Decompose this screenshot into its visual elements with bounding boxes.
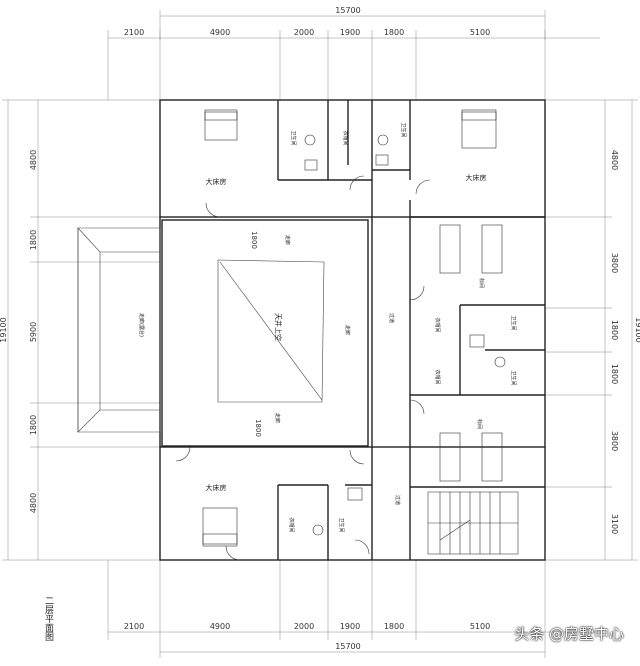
left-dimensions: 4800 1800 5900 1800 4800 19100 (0, 99, 160, 561)
label-bathroom-top-1: 卫生间 (290, 130, 297, 145)
top-dim-3: 2000 (294, 28, 314, 37)
right-dim-1: 4800 (610, 150, 619, 170)
master-bed-top (204, 109, 238, 141)
door-swings (175, 175, 431, 561)
label-master-bedroom-top-right: 大床房 (466, 173, 487, 182)
top-segment-dimensions: 2100 4900 2000 1900 1800 5100 (107, 28, 600, 100)
label-master-bedroom-bottom: 大床房 (206, 483, 227, 492)
skylight-void (217, 259, 325, 403)
top-dim-5: 1800 (384, 28, 404, 37)
bottom-dim-5: 1800 (384, 622, 404, 631)
label-bathroom-bottom: 卫生间 (338, 517, 345, 532)
label-bathroom-right-1: 卫生间 (510, 315, 517, 330)
label-bathroom-right-2: 卫生间 (510, 370, 517, 385)
twin-beds-lower (439, 432, 503, 482)
label-master-bedroom-top-left: 大床房 (206, 177, 227, 186)
label-bedroom-lower: 标间 (476, 419, 483, 429)
bottom-segment-dimensions: 2100 4900 2000 1900 1800 5100 (107, 560, 600, 640)
bottom-dim-3: 2000 (294, 622, 314, 631)
svg-text:1800: 1800 (250, 231, 258, 249)
right-dim-3: 1800 (610, 320, 619, 340)
label-aisle-main: 过道 (388, 313, 395, 323)
label-corridor-top: 走廊 (284, 235, 291, 245)
staircase (427, 491, 519, 555)
terrace-roof-outline (77, 227, 161, 433)
bottom-total-dimension: 15700 (159, 640, 546, 658)
top-total-label: 15700 (335, 6, 360, 15)
right-dim-5: 3800 (610, 431, 619, 451)
left-dim-4: 1800 (29, 415, 38, 435)
bottom-dim-2: 4900 (210, 622, 230, 631)
label-skylight: 天井上空 (274, 313, 283, 341)
label-terrace: 走廊(露台) (138, 313, 145, 337)
right-total-label: 19100 (634, 317, 640, 342)
left-dim-2: 1800 (29, 230, 38, 250)
bottom-dim-6: 5100 (470, 622, 490, 631)
label-bathroom-top-2: 卫生间 (400, 122, 407, 137)
label-aisle-stair: 过道 (394, 495, 401, 505)
twin-beds-upper (439, 224, 503, 274)
bottom-dim-1: 2100 (124, 622, 144, 631)
plan-title: 二层平面图 (43, 596, 53, 641)
label-corridor-bottom: 走廊 (274, 413, 281, 423)
left-dim-1: 4800 (29, 150, 38, 170)
room-labels: 大床房 大床房 大床房 卫生间 衣帽间 卫生间 衣帽间 卫生间 衣帽间 衣帽间 … (138, 122, 517, 532)
right-dimensions: 4800 3800 1800 1800 3800 3100 19100 (545, 99, 640, 561)
label-corridor-middle: 走廊 (344, 325, 351, 335)
watermark: 头条 @房墅中心 (514, 625, 624, 643)
left-total-label: 19100 (0, 317, 8, 342)
bottom-total-label: 15700 (335, 642, 360, 651)
label-closet-bottom: 衣帽间 (288, 517, 295, 532)
bottom-dim-4: 1900 (340, 622, 360, 631)
internal-dimension-marks: 1800 1800 (250, 231, 262, 437)
top-dim-2: 4900 (210, 28, 230, 37)
label-closet-top: 衣帽间 (342, 130, 349, 145)
right-dim-2: 3800 (610, 253, 619, 273)
label-closet-right-1: 衣帽间 (434, 317, 441, 332)
master-bed-bottom (202, 507, 238, 547)
master-bed-top-right (461, 109, 497, 149)
left-dim-3: 5900 (29, 322, 38, 342)
label-closet-right-2: 衣帽间 (434, 369, 441, 384)
right-dim-4: 1800 (610, 364, 619, 384)
top-dim-6: 5100 (470, 28, 490, 37)
top-dim-4: 1900 (340, 28, 360, 37)
label-bedroom-upper: 标间 (478, 278, 485, 288)
right-dim-6: 3100 (610, 514, 619, 534)
left-dim-5: 4800 (29, 493, 38, 513)
bathroom-fixtures (304, 134, 506, 536)
svg-text:1800: 1800 (254, 419, 262, 437)
top-dim-1: 2100 (124, 28, 144, 37)
